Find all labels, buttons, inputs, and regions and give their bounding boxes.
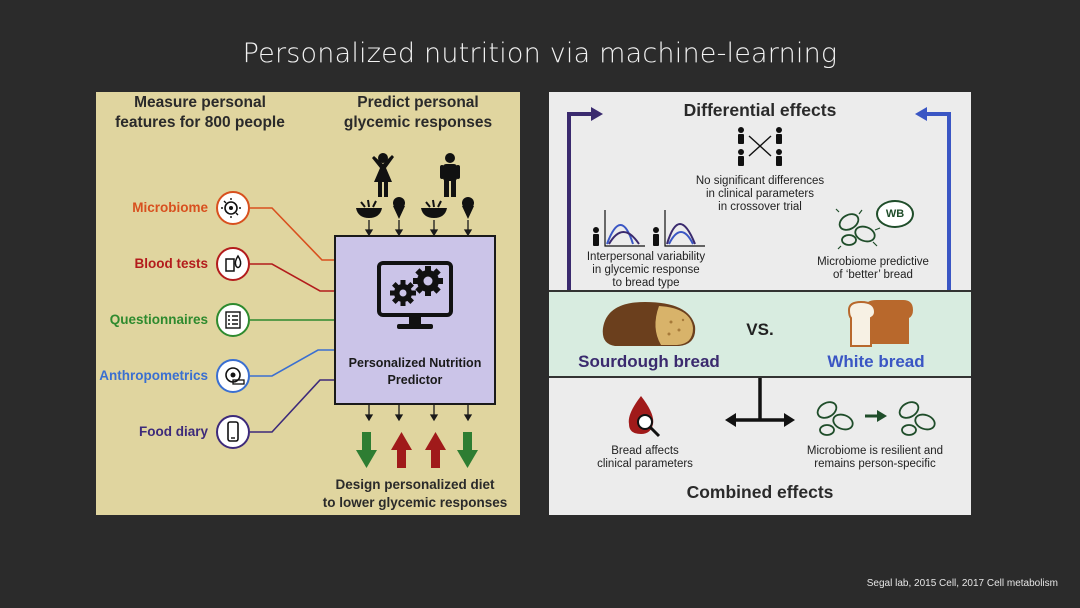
crossover-trial-icon	[738, 127, 782, 166]
checklist-icon	[216, 303, 250, 337]
microbiome-resilience-icon	[816, 401, 936, 436]
bacteria-cluster-icon	[835, 208, 881, 250]
sourdough-label: Sourdough bread	[578, 352, 720, 371]
bread-study-panel: Differential effects No significant diff…	[549, 92, 971, 515]
no-difference-text: No significant differences in clinical p…	[695, 175, 825, 213]
feature-label-blood-tests: Blood tests	[134, 256, 208, 271]
bread-bowl-icon	[356, 199, 382, 218]
design-diet-footer: Design personalized diet to lower glycem…	[322, 477, 508, 510]
ice-cream-icon	[393, 197, 405, 219]
white-bread-icon	[847, 300, 913, 347]
blood-test-icon	[216, 247, 250, 281]
feature-label-questionnaires: Questionnaires	[109, 312, 208, 327]
bread-comparison-band: VS. Sourdough bread White bread	[549, 290, 971, 378]
bread-bowl-icon-2	[421, 199, 447, 218]
phone-icon	[216, 415, 250, 449]
side-flow-arrows	[567, 107, 951, 292]
variability-text: Interpersonal variability in glycemic re…	[586, 251, 706, 289]
tape-measure-icon	[216, 359, 250, 393]
man-icon	[440, 153, 460, 197]
sourdough-bread-icon	[602, 302, 696, 346]
predictor-label: Personalized Nutrition Predictor	[348, 356, 482, 387]
blood-drop-magnifier-icon	[628, 396, 661, 438]
vs-text: VS.	[746, 320, 774, 339]
feature-connector-lines	[250, 207, 473, 433]
differential-effects-title: Differential effects	[683, 100, 837, 120]
feature-label-microbiome: Microbiome	[132, 200, 208, 215]
combined-effects-title: Combined effects	[686, 482, 834, 502]
wb-badge: WB	[876, 200, 914, 228]
microbiome-icon	[216, 191, 250, 225]
citation-footer: Segal lab, 2015 Cell, 2017 Cell metaboli…	[866, 578, 1058, 589]
ice-cream-icon-2	[462, 197, 474, 219]
feature-label-food-diary: Food diary	[138, 424, 208, 439]
gears-computer-icon	[377, 261, 453, 329]
feature-label-anthropometrics: Anthropometrics	[99, 368, 208, 383]
ml-pipeline-panel: Measure personal features for 800 people…	[96, 92, 520, 515]
bread-affects-text: Bread affects clinical parameters	[597, 445, 693, 470]
white-bread-label: White bread	[827, 352, 925, 371]
microbiome-resilient-text: Microbiome is resilient and remains pers…	[806, 445, 944, 470]
down-arrow-green-1	[356, 432, 377, 468]
microbiome-predictive-text: Microbiome predictive of ‘better’ bread	[817, 256, 929, 281]
up-arrow-red-2	[425, 432, 446, 468]
predictor-box: Personalized Nutrition Predictor	[334, 235, 496, 405]
glycemic-curves-icon	[593, 210, 705, 247]
slide-title: Personalized nutrition via machine-learn…	[242, 38, 838, 69]
glycemic-response-arrows	[356, 432, 478, 468]
measure-features-header: Measure personal features for 800 people	[115, 94, 285, 131]
predict-responses-header: Predict personal glycemic responses	[343, 94, 493, 131]
down-arrow-green-2	[457, 432, 478, 468]
split-arrow-icon	[725, 378, 795, 427]
woman-icon	[372, 153, 394, 197]
up-arrow-red-1	[391, 432, 412, 468]
